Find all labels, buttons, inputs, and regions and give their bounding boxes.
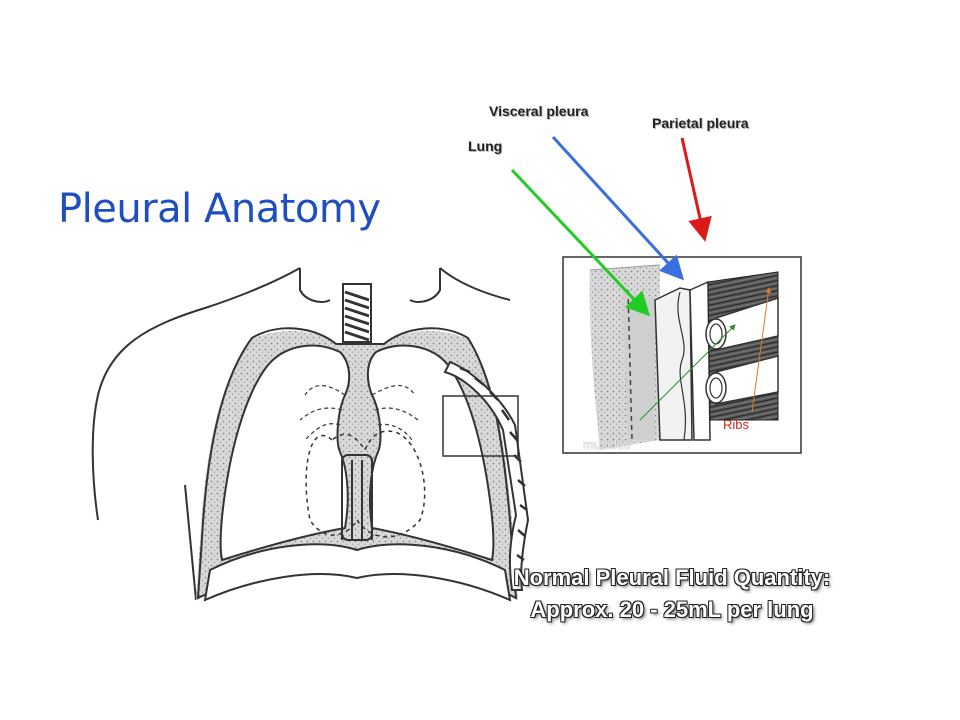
lung-arrow xyxy=(510,168,651,317)
parietal-arrow xyxy=(680,137,712,242)
label-intercostal-muscles: muscles xyxy=(583,437,631,452)
muscle-arrow xyxy=(639,324,736,421)
left-lung xyxy=(219,344,351,562)
slide-title: Pleural Anatomy xyxy=(58,186,381,232)
mediastinum xyxy=(341,454,373,541)
label-lung: Lung xyxy=(468,138,503,154)
label-visceral-pleura: Visceral pleura xyxy=(489,103,589,119)
fluid-quantity-line-2: Approx. 20 - 25mL per lung xyxy=(530,597,814,622)
label-parietal-pleura: Parietal pleura xyxy=(652,115,749,131)
ribs-arrow xyxy=(751,287,772,413)
trachea xyxy=(342,283,372,343)
torso-outline xyxy=(91,267,511,601)
label-ribs: Ribs xyxy=(723,417,750,432)
bronchi xyxy=(299,384,419,441)
fluid-quantity-note: Normal Pleural Fluid Quantity: Approx. 2… xyxy=(462,562,882,626)
heart-outline xyxy=(305,430,426,538)
visceral-arrow xyxy=(551,135,685,281)
zoom-inset xyxy=(562,256,802,454)
diaphragm xyxy=(203,543,512,602)
zoom-indicator-box xyxy=(442,395,519,457)
fluid-quantity-line-1: Normal Pleural Fluid Quantity: xyxy=(513,565,831,590)
